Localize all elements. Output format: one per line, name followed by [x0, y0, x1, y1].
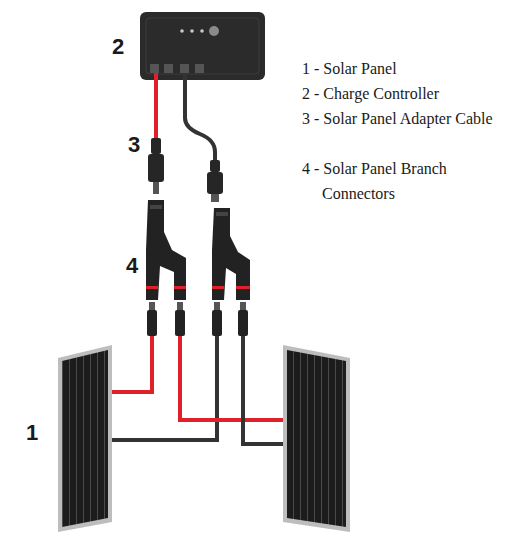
red-wire [112, 336, 152, 392]
key-entry: 1 - Solar Panel [302, 56, 502, 81]
charge-controller [140, 12, 265, 80]
key-entry: 2 - Charge Controller [302, 81, 502, 106]
branch-connectors [146, 200, 250, 336]
red-wire [180, 336, 283, 420]
black-wire [112, 336, 217, 440]
black-wire [243, 336, 283, 444]
key-entry: 3 - Solar Panel Adapter Cable [302, 106, 502, 131]
solar-panel [58, 345, 112, 532]
callout-number: 3 [128, 134, 140, 156]
red-wire [154, 73, 158, 140]
adapter-connectors [148, 138, 223, 202]
callout-number: 4 [126, 255, 138, 277]
key-entry: 4 - Solar Panel Branch Connectors [302, 156, 502, 206]
black-wire [185, 73, 215, 162]
solar-panel [283, 345, 350, 532]
callout-number: 1 [26, 422, 38, 444]
callout-number: 2 [112, 36, 124, 58]
